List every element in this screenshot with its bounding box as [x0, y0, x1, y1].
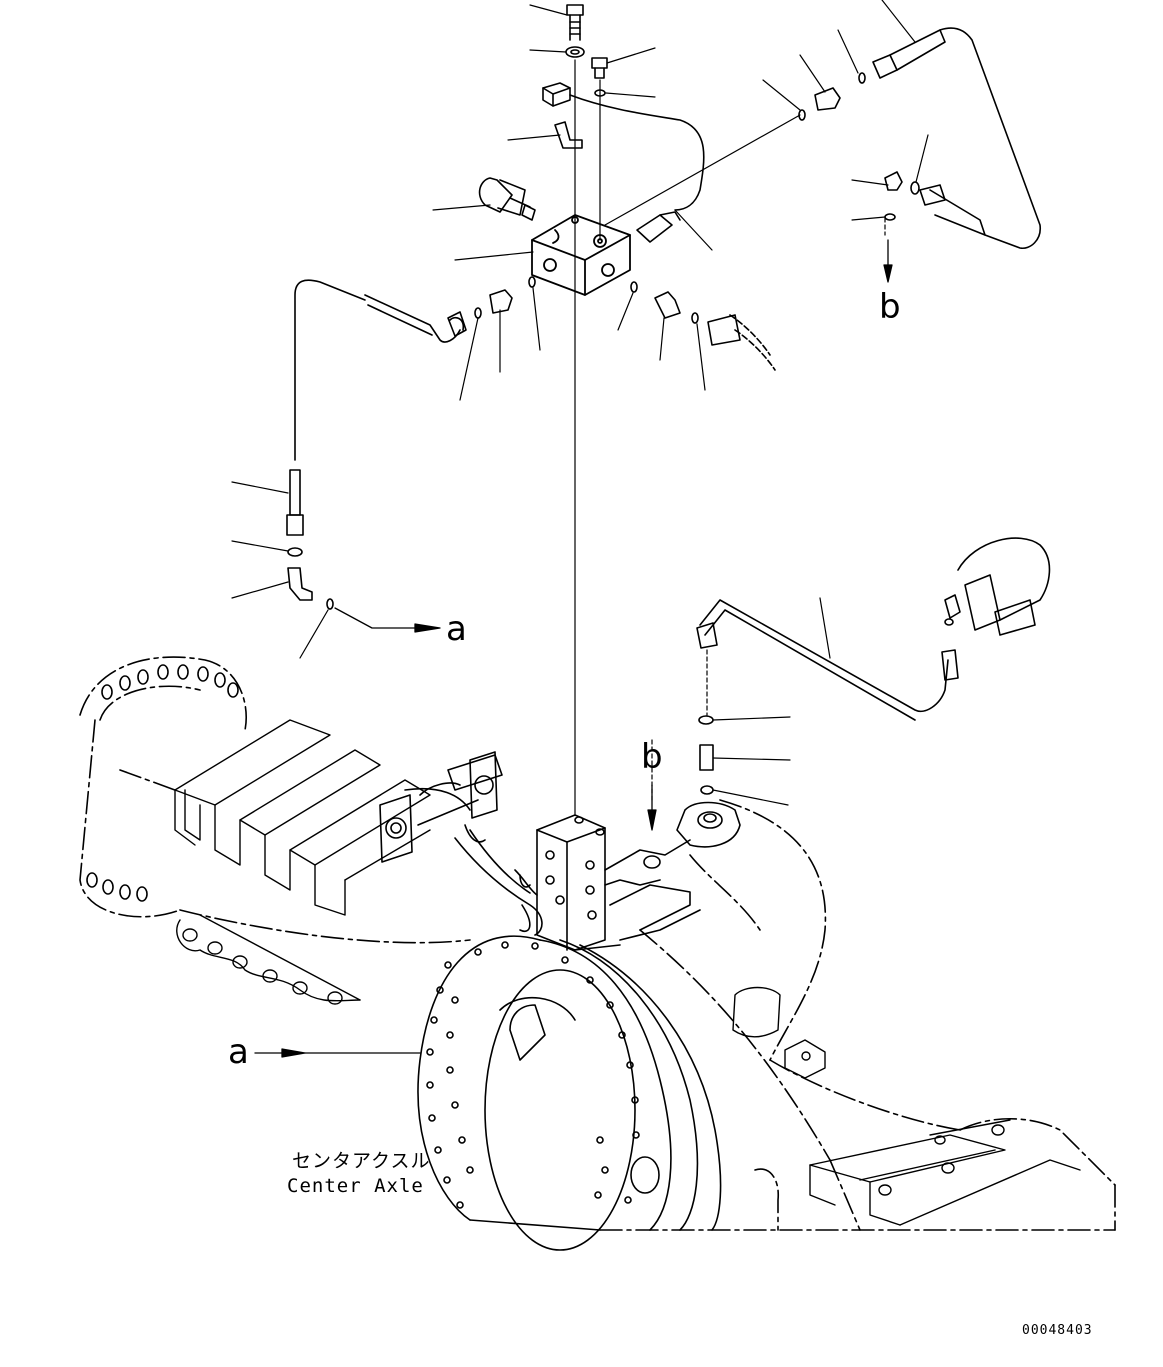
upper-right-fittings: [799, 28, 1040, 248]
flange-bolt-holes: [427, 942, 639, 1208]
reference-letter-a-upper: a: [446, 609, 467, 649]
left-housing-ribs: [175, 720, 430, 915]
reference-arrows: [255, 240, 892, 1057]
lubrication-pipe: [380, 752, 542, 935]
caption-japanese: センタアクスル: [292, 1150, 431, 1172]
caption-english: Center Axle: [287, 1175, 424, 1197]
small-bolt: [592, 58, 607, 96]
fittings-right: [631, 282, 775, 370]
fittings-left: [450, 277, 535, 330]
reference-letter-b-lower: b: [641, 737, 663, 777]
leader-lines: [232, 0, 928, 805]
drawing-number: 00048403: [1022, 1323, 1093, 1338]
reference-letter-b-upper: b: [879, 287, 901, 327]
left-solenoid: [480, 178, 535, 220]
upper-valve-block: [532, 215, 630, 295]
mounting-bracket: [575, 840, 700, 950]
left-flange-holes: [87, 665, 238, 901]
breather-boss: [677, 803, 740, 847]
right-housing-ribs: [733, 988, 1080, 1226]
left-hose: [287, 280, 466, 609]
lower-right-parts: [699, 716, 713, 794]
lower-right-hose: [697, 538, 1049, 720]
reference-letter-a-lower: a: [228, 1032, 249, 1072]
upper-bolt: [566, 5, 584, 57]
lower-valve-block: [515, 815, 605, 950]
left-lower-lugs: [177, 915, 360, 1004]
right-solenoid: [637, 212, 680, 242]
clip: [555, 122, 582, 148]
center-axle-housing: [80, 657, 1115, 1230]
connector: [543, 83, 704, 210]
center-axle-flange: [418, 936, 721, 1250]
